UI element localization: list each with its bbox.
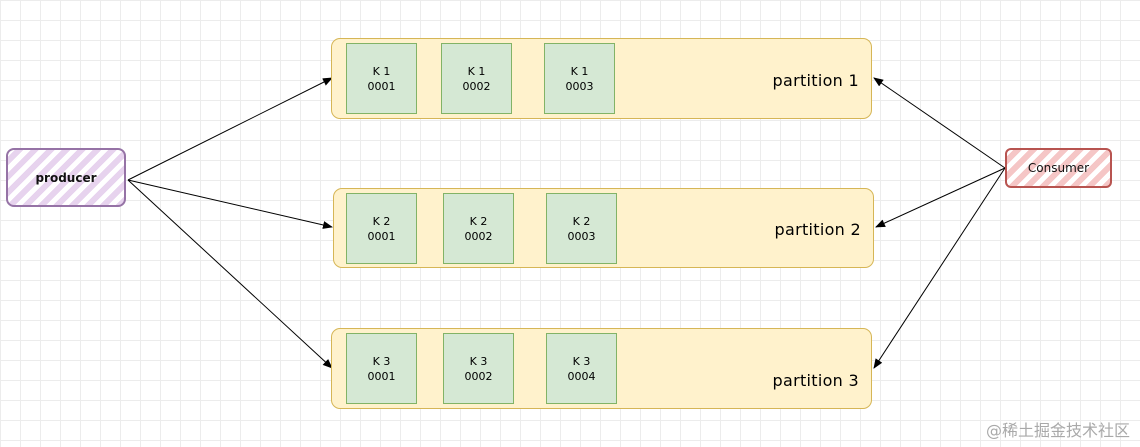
message-id: 0001 bbox=[367, 369, 396, 383]
message-id: 0004 bbox=[567, 369, 596, 383]
message-k3-0004[interactable]: K 3 0004 bbox=[546, 333, 617, 404]
arrow-consumer-to-partition-2 bbox=[875, 167, 1006, 228]
message-k1-0001[interactable]: K 1 0001 bbox=[346, 43, 417, 114]
message-id: 0003 bbox=[565, 79, 594, 93]
watermark: @稀土掘金技术社区 bbox=[985, 421, 1130, 440]
message-key: K 2 bbox=[469, 214, 488, 228]
producer-label: producer bbox=[35, 170, 97, 185]
partition-label: partition 1 bbox=[772, 71, 859, 90]
message-id: 0002 bbox=[462, 79, 491, 93]
message-id: 0001 bbox=[367, 79, 396, 93]
message-k2-0001[interactable]: K 2 0001 bbox=[346, 193, 417, 264]
message-key: K 3 bbox=[372, 354, 391, 368]
message-key: K 2 bbox=[572, 214, 591, 228]
arrow-producer-to-partition-2 bbox=[127, 179, 333, 229]
message-key: K 1 bbox=[467, 64, 486, 78]
message-k2-0003[interactable]: K 2 0003 bbox=[546, 193, 617, 264]
consumer-label: Consumer bbox=[1027, 161, 1090, 175]
consumer-node[interactable]: Consumer bbox=[1005, 148, 1112, 188]
message-key: K 2 bbox=[372, 214, 391, 228]
message-k2-0002[interactable]: K 2 0002 bbox=[443, 193, 514, 264]
message-key: K 1 bbox=[372, 64, 391, 78]
partition-label: partition 2 bbox=[774, 220, 861, 239]
partition-label: partition 3 bbox=[772, 371, 859, 390]
message-id: 0002 bbox=[464, 369, 493, 383]
message-id: 0003 bbox=[567, 229, 596, 243]
message-id: 0001 bbox=[367, 229, 396, 243]
arrow-consumer-to-partition-1 bbox=[873, 77, 1006, 169]
partition-2[interactable]: K 2 0001 K 2 0002 K 2 0003 partition 2 bbox=[333, 188, 874, 268]
message-k1-0003[interactable]: K 1 0003 bbox=[544, 43, 615, 114]
message-k3-0001[interactable]: K 3 0001 bbox=[346, 333, 417, 404]
message-key: K 3 bbox=[469, 354, 488, 368]
producer-node[interactable]: producer bbox=[6, 148, 126, 207]
arrow-producer-to-partition-1 bbox=[127, 77, 333, 181]
arrow-consumer-to-partition-3 bbox=[873, 167, 1006, 369]
partition-1[interactable]: K 1 0001 K 1 0002 K 1 0003 partition 1 bbox=[331, 38, 872, 119]
message-id: 0002 bbox=[464, 229, 493, 243]
message-key: K 1 bbox=[570, 64, 589, 78]
message-k1-0002[interactable]: K 1 0002 bbox=[441, 43, 512, 114]
arrow-producer-to-partition-3 bbox=[127, 179, 333, 369]
message-key: K 3 bbox=[572, 354, 591, 368]
message-k3-0002[interactable]: K 3 0002 bbox=[443, 333, 514, 404]
partition-3[interactable]: K 3 0001 K 3 0002 K 3 0004 partition 3 bbox=[331, 328, 872, 409]
